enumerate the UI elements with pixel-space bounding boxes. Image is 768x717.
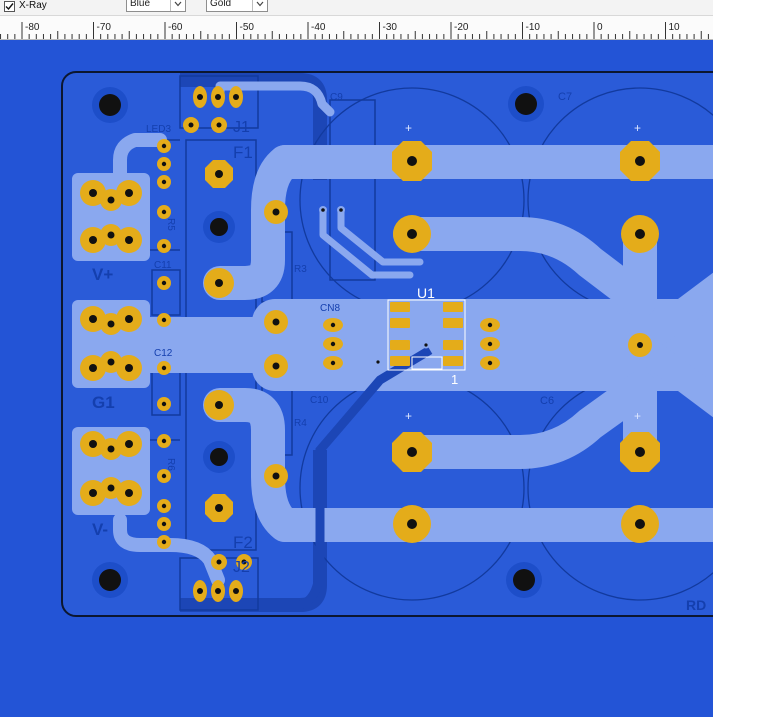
r3-label: R3 [294, 264, 307, 275]
c11-label: C11 [154, 260, 172, 271]
right-blank-pane [713, 0, 768, 717]
ruler-tick-label: -60 [168, 22, 183, 33]
bottom-layer-trace-u1 [298, 346, 433, 610]
checkmark-icon [5, 3, 14, 11]
ruler-ticks [0, 22, 709, 39]
ruler-tick-label: -40 [311, 22, 326, 33]
ruler-tick-label: 10 [669, 22, 681, 33]
u1-label: U1 [417, 285, 435, 301]
c7-label: C7 [558, 91, 572, 103]
f1-label: F1 [233, 143, 253, 162]
board-labels: U1 1 V+ G1 V- F1 F2 J1 J2 LED3 C11 C12 R… [92, 91, 706, 613]
v-minus-label: V- [92, 520, 108, 539]
ruler-tick-label: -50 [240, 22, 255, 33]
ruler-tick-label: -80 [25, 22, 40, 33]
c12-label: C12 [154, 348, 173, 359]
xray-checkbox[interactable] [4, 1, 15, 12]
cap-plus-c7: + [634, 121, 641, 135]
toolbar: X-Ray Blue Gold [0, 0, 713, 16]
mounting-holes [92, 86, 544, 598]
j1-label: J1 [233, 119, 250, 136]
edge-label: RD [686, 597, 706, 613]
cap-plus-c10: + [405, 409, 412, 423]
cap-plus-c9: + [405, 121, 412, 135]
chevron-down-icon [170, 0, 185, 11]
c9-label: C9 [330, 92, 343, 103]
v-plus-label: V+ [92, 265, 113, 284]
pad-holes [89, 94, 645, 594]
xray-label: X-Ray [19, 0, 47, 11]
layer-color-select[interactable]: Blue [126, 0, 186, 12]
vias [319, 206, 430, 366]
c10-label: C10 [310, 395, 329, 406]
ruler-labels: -80 -70 -60 -50 -40 -30 -20 -10 0 10 [25, 22, 680, 33]
ruler-tick-label: -70 [97, 22, 112, 33]
ruler-tick-label: -30 [383, 22, 398, 33]
pin1-label: 1 [451, 372, 458, 387]
led3-label: LED3 [146, 124, 171, 135]
cn8-label: CN8 [320, 303, 340, 314]
c6-label: C6 [540, 395, 554, 407]
ruler-tick-label: 0 [597, 22, 603, 33]
pcb-canvas[interactable]: U1 1 V+ G1 V- F1 F2 J1 J2 LED3 C11 C12 R… [0, 40, 713, 717]
highlight-color-value: Gold [210, 0, 232, 9]
r4-label: R4 [294, 418, 307, 429]
u1-footprint [387, 299, 466, 371]
j2-label: J2 [233, 559, 250, 576]
r5-label: R5 [165, 218, 176, 231]
chevron-down-icon [252, 0, 267, 11]
g1-label: G1 [92, 393, 115, 412]
r6-label: R6 [165, 458, 176, 471]
highlight-color-select[interactable]: Gold [206, 0, 268, 12]
ruler-tick-label: -10 [526, 22, 541, 33]
horizontal-ruler[interactable]: -80 -70 -60 -50 -40 -30 -20 -10 0 10 [0, 16, 713, 40]
ruler-tick-label: -20 [454, 22, 469, 33]
f2-label: F2 [233, 533, 253, 552]
cap-plus-c6: + [634, 409, 641, 423]
layer-color-value: Blue [130, 0, 151, 9]
